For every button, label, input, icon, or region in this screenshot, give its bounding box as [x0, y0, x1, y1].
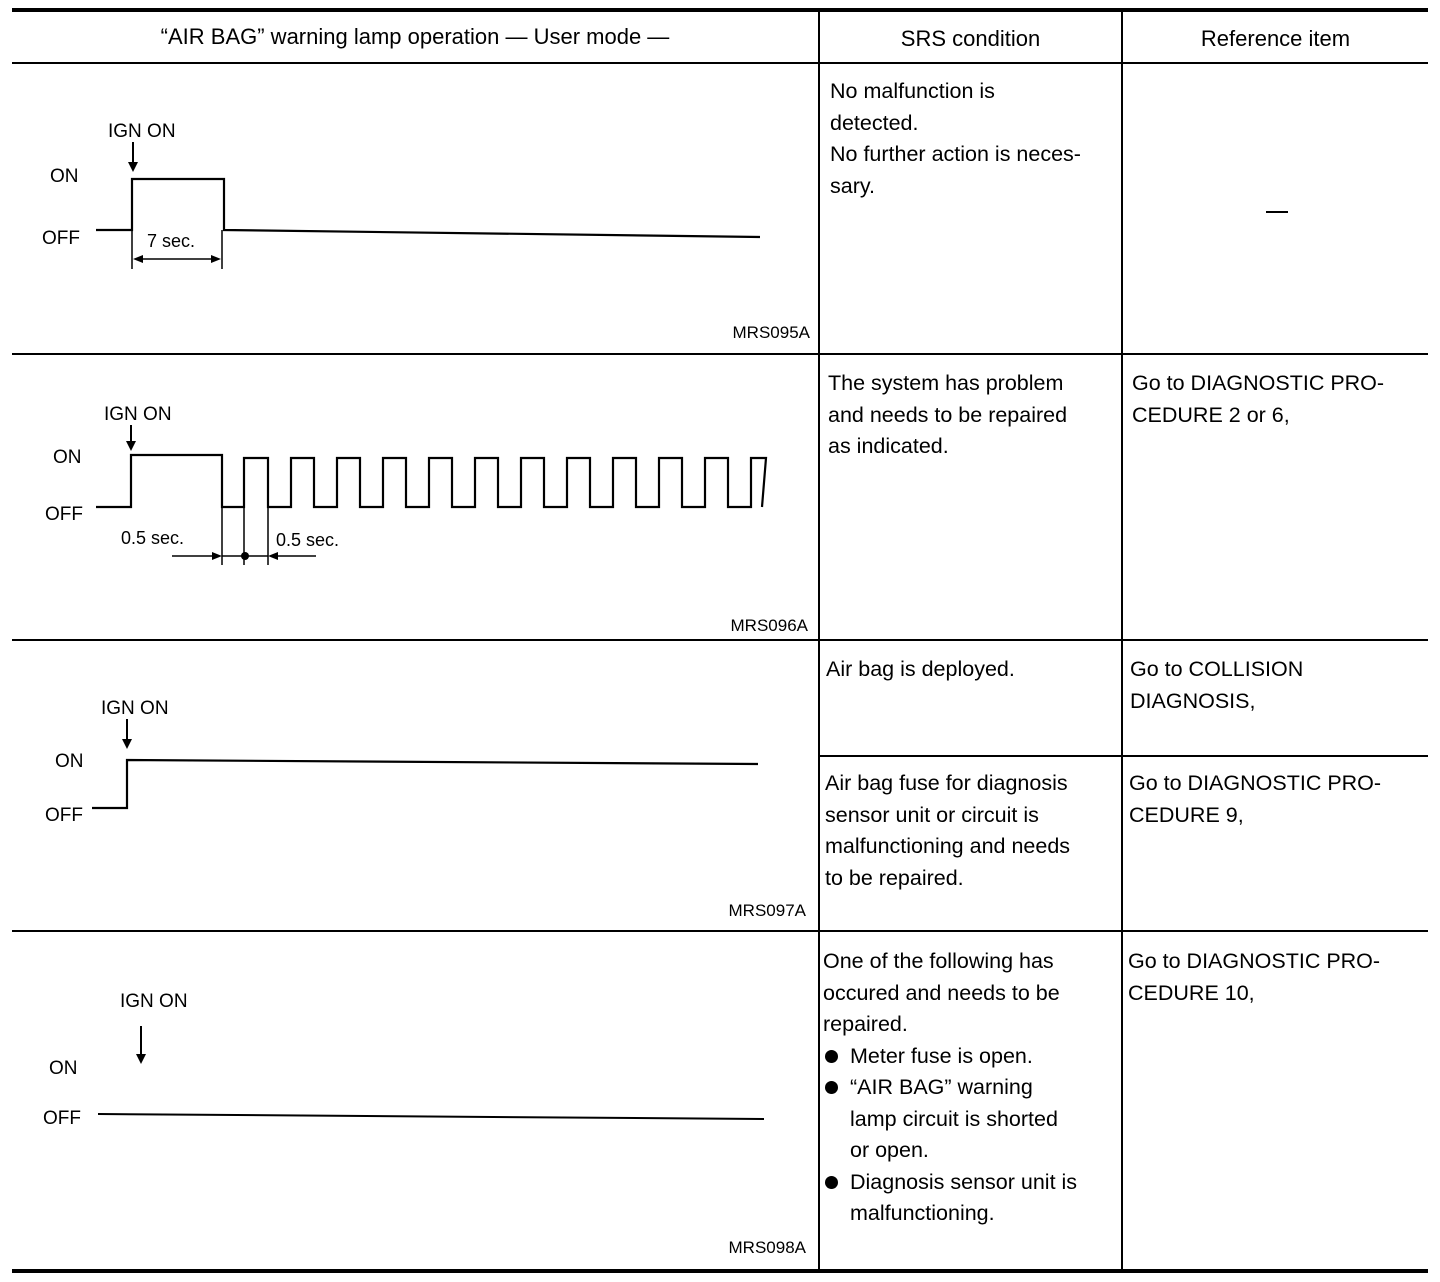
header-condition: SRS condition — [900, 26, 1041, 51]
ign-arrow-head — [128, 162, 138, 172]
row4-reference: Go to DIAGNOSTIC PRO- CEDURE 10, — [1128, 949, 1381, 1005]
off-label: OFF — [45, 805, 83, 826]
ign-on-label: IGN ON — [120, 991, 188, 1012]
row1-reference-dash — [1266, 211, 1288, 213]
column-divider-1 — [818, 10, 820, 1271]
table-top-rule — [12, 8, 1428, 12]
row1-bottom-rule — [12, 353, 1428, 355]
table-bottom-rule — [12, 1269, 1428, 1273]
list-item: Meter fuse is open. — [823, 1041, 1119, 1073]
off-label: OFF — [45, 504, 83, 525]
row4-condition: One of the following has occured and nee… — [823, 946, 1119, 1230]
header-operation: “AIR BAG” warning lamp operation — User … — [160, 24, 670, 49]
lamp-signal — [97, 1113, 765, 1120]
ign-on-label: IGN ON — [101, 698, 169, 719]
lamp-diagram-stays-on: IGN ON ON OFF MRS097A — [45, 698, 807, 920]
figure-code: MRS095A — [733, 323, 811, 342]
row2-reference: Go to DIAGNOSTIC PRO- CEDURE 2 or 6, — [1132, 371, 1385, 427]
lamp-signal — [96, 177, 761, 239]
figure-code: MRS097A — [729, 901, 807, 920]
lamp-diagram-flashing: IGN ON ON OFF 0.5 sec. 0.5 sec. MRS096A — [45, 404, 809, 635]
time-label: 7 sec. — [147, 231, 195, 251]
row1-condition: No malfunction is detected. No further a… — [830, 79, 1081, 198]
column-divider-2 — [1121, 10, 1123, 1271]
row3b-condition: Air bag fuse for diagnosis sensor unit o… — [825, 771, 1071, 890]
on-label: ON — [50, 166, 79, 187]
time-label-right: 0.5 sec. — [276, 530, 339, 550]
off-label: OFF — [42, 228, 80, 249]
row3-split-rule — [818, 755, 1428, 757]
dim-arrow-left — [133, 255, 143, 263]
figure-code: MRS098A — [729, 1238, 807, 1257]
on-label: ON — [49, 1058, 78, 1079]
dim-arrow-right — [211, 255, 221, 263]
lamp-signal — [96, 453, 768, 509]
dim-arrow-left — [212, 552, 222, 560]
ign-on-label: IGN ON — [104, 404, 172, 425]
row3-bottom-rule — [12, 930, 1428, 932]
row2-bottom-rule — [12, 639, 1428, 641]
condition-bullet-list: Meter fuse is open. “AIR BAG” warning la… — [823, 1041, 1119, 1230]
bullet-dot-icon — [825, 1081, 838, 1094]
row3a-reference: Go to COLLISION DIAGNOSIS, — [1130, 657, 1304, 713]
bullet-dot-icon — [825, 1049, 838, 1063]
figure-code: MRS096A — [731, 616, 809, 635]
list-item: “AIR BAG” warning lamp circuit is shorte… — [823, 1072, 1119, 1167]
ign-arrow-head — [136, 1054, 146, 1064]
dim-dot — [241, 552, 249, 560]
list-item: Diagnosis sensor unit is malfunctioning. — [823, 1167, 1119, 1230]
header-bottom-rule — [12, 62, 1428, 64]
off-label: OFF — [43, 1108, 81, 1129]
ign-arrow-head — [126, 441, 136, 451]
time-label-left: 0.5 sec. — [121, 528, 184, 548]
row2-condition: The system has problem and needs to be r… — [828, 371, 1068, 458]
lamp-diagram-stays-off: IGN ON ON OFF MRS098A — [43, 991, 807, 1257]
dim-arrow-right — [268, 552, 278, 560]
row3b-reference: Go to DIAGNOSTIC PRO- CEDURE 9, — [1129, 771, 1382, 827]
lamp-diagram-steady-7sec: IGN ON ON OFF 7 sec. MRS095A — [42, 121, 811, 342]
bullet-dot-icon — [825, 1175, 838, 1189]
lamp-signal — [92, 758, 759, 810]
row3a-condition: Air bag is deployed. — [826, 657, 1015, 681]
header-reference: Reference item — [1200, 26, 1351, 51]
on-label: ON — [53, 447, 82, 468]
on-label: ON — [55, 751, 84, 772]
ign-on-label: IGN ON — [108, 121, 176, 142]
ign-arrow-head — [122, 739, 132, 749]
